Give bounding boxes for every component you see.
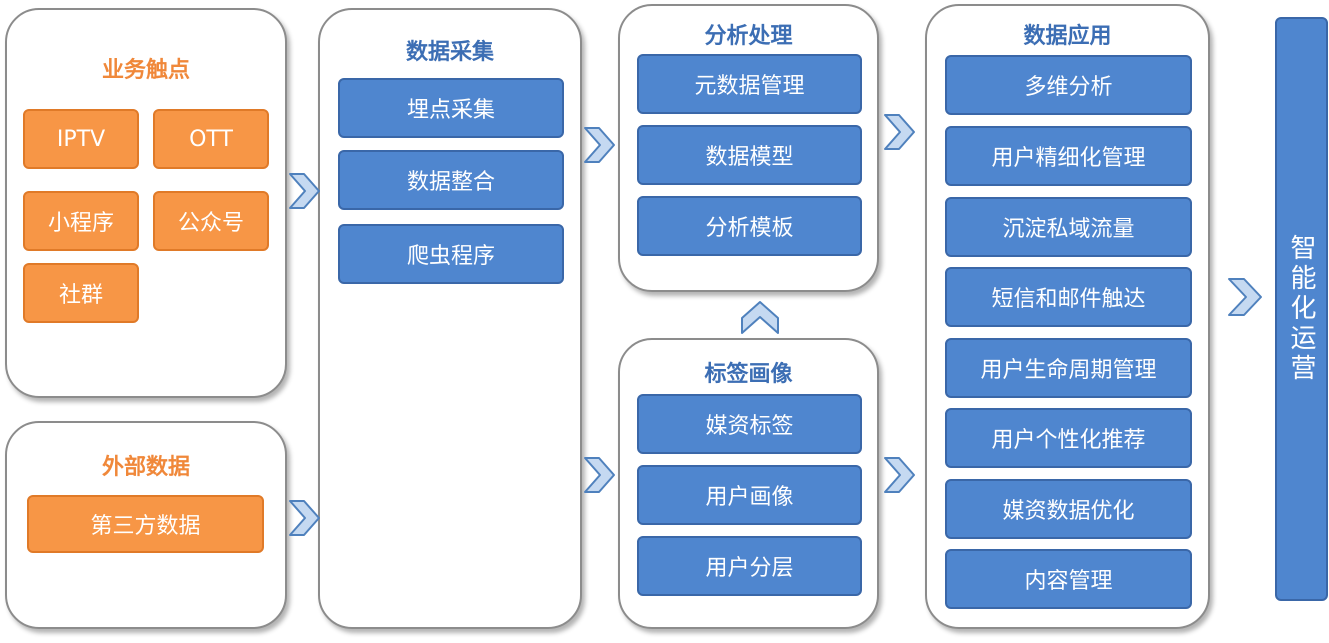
touchpoint-mini-program: 小程序 (23, 191, 139, 251)
arrow-right-icon (289, 173, 320, 209)
analysis-metadata: 元数据管理 (637, 54, 862, 114)
app-personalized-recommendation: 用户个性化推荐 (945, 408, 1192, 468)
tags-media-tags: 媒资标签 (637, 394, 862, 454)
app-user-lifecycle: 用户生命周期管理 (945, 338, 1192, 398)
touchpoint-community: 社群 (23, 263, 139, 323)
analysis-template: 分析模板 (637, 196, 862, 256)
arrow-right-icon (584, 457, 615, 493)
arrow-right-icon (884, 114, 915, 150)
analysis-title: 分析处理 (704, 24, 793, 49)
tags-user-portrait: 用户画像 (637, 465, 862, 525)
collection-tracking: 埋点采集 (338, 78, 564, 138)
collection-integration: 数据整合 (338, 150, 564, 210)
external-title: 外部数据 (101, 455, 190, 480)
touchpoint-ott: OTT (153, 109, 269, 169)
arrow-right-icon (1228, 278, 1262, 316)
external-third-party-data: 第三方数据 (27, 495, 264, 553)
app-multidim-analysis: 多维分析 (945, 55, 1192, 115)
collection-title: 数据采集 (405, 40, 494, 65)
touchpoint-official-account: 公众号 (153, 191, 269, 251)
app-content-management: 内容管理 (945, 549, 1192, 609)
collection-crawler: 爬虫程序 (338, 224, 564, 284)
app-user-fine-management: 用户精细化管理 (945, 126, 1192, 186)
touchpoints-title: 业务触点 (101, 58, 190, 83)
tags-user-segmentation: 用户分层 (637, 536, 862, 596)
tags-title: 标签画像 (704, 362, 793, 387)
touchpoint-iptv: IPTV (23, 109, 139, 169)
app-media-optimization: 媒资数据优化 (945, 479, 1192, 539)
intelligent-operations-bar: 智能化运营 (1275, 17, 1328, 601)
app-private-traffic: 沉淀私域流量 (945, 197, 1192, 257)
arrow-right-icon (884, 457, 915, 493)
analysis-data-model: 数据模型 (637, 125, 862, 185)
arrow-up-icon (741, 301, 779, 334)
application-title: 数据应用 (1023, 24, 1112, 49)
arrow-right-icon (289, 500, 320, 536)
app-sms-email-reach: 短信和邮件触达 (945, 267, 1192, 327)
arrow-right-icon (584, 127, 615, 163)
